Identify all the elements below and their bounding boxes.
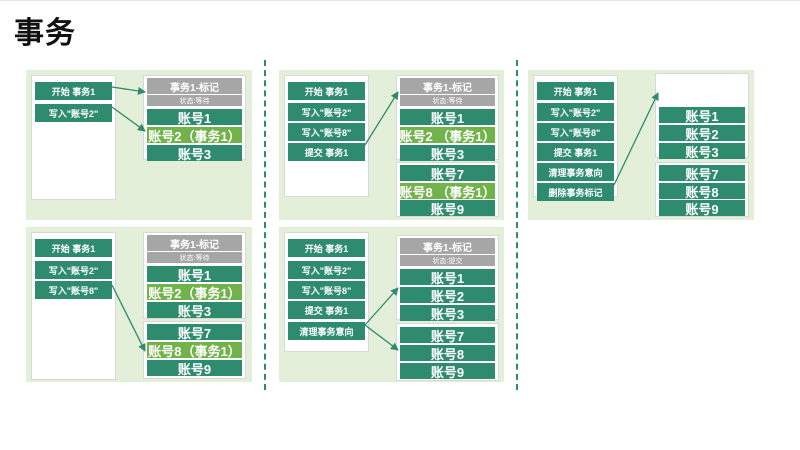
account-1: 账号1 bbox=[400, 269, 495, 286]
op-begin-tx1: 开始 事务1 bbox=[35, 239, 112, 257]
op-begin-tx1: 开始 事务1 bbox=[288, 239, 365, 257]
op-write-account8: 写入"账号8" bbox=[35, 281, 112, 299]
op-delete-tx-mark: 删除事务标记 bbox=[537, 183, 614, 201]
op-write-account8: 写入"账号8" bbox=[537, 123, 614, 141]
account-3: 账号3 bbox=[659, 143, 745, 160]
column-separator-1 bbox=[264, 60, 266, 390]
operation-list: 开始 事务1 写入"账号2" 写入"账号8" 提交 事务1 bbox=[284, 75, 369, 197]
op-commit-tx1: 提交 事务1 bbox=[288, 143, 365, 161]
op-clear-intents: 清理事务意向 bbox=[537, 163, 614, 181]
account-2-locked: 账号2（事务1） bbox=[147, 127, 242, 144]
op-write-account8: 写入"账号8" bbox=[288, 123, 365, 141]
scenario-3-panel: 开始 事务1 写入"账号2" 写入"账号8" 提交 事务1 事务1-标记 状态:… bbox=[279, 70, 504, 220]
op-begin-tx1: 开始 事务1 bbox=[288, 82, 365, 100]
account-group-1: 事务1-标记 状态:等待 账号1 账号2（事务1） 账号3 bbox=[143, 75, 246, 162]
account-group-1: 事务1-标记 状态:等待 账号1 账号2（事务1） 账号3 bbox=[143, 232, 246, 319]
account-1: 账号1 bbox=[147, 266, 242, 283]
account-7: 账号7 bbox=[400, 327, 495, 344]
account-group-1: 账号1 账号2 账号3 bbox=[655, 73, 749, 160]
op-write-account2: 写入"账号2" bbox=[288, 103, 365, 121]
account-9: 账号9 bbox=[400, 363, 495, 380]
account-8-locked: 账号8（事务1） bbox=[147, 342, 242, 359]
account-8-locked: 账号8 （事务1） bbox=[399, 183, 496, 200]
tx-mark-header: 事务1-标记 bbox=[147, 235, 242, 251]
scenario-2-panel: 开始 事务1 写入"账号2" 写入"账号8" 事务1-标记 状态:等待 账号1 … bbox=[26, 227, 252, 382]
account-3: 账号3 bbox=[400, 145, 495, 162]
op-begin-tx1: 开始 事务1 bbox=[537, 82, 614, 100]
account-7: 账号7 bbox=[400, 165, 495, 182]
account-9: 账号9 bbox=[400, 200, 495, 217]
account-group-2: 账号7 账号8 账号9 bbox=[396, 323, 499, 381]
scenario-4-panel: 开始 事务1 写入"账号2" 写入"账号8" 提交 事务1 清理事务意向 事务1… bbox=[279, 227, 504, 382]
account-3: 账号3 bbox=[400, 305, 495, 322]
account-group-2: 账号7 账号8 （事务1） 账号9 bbox=[396, 162, 499, 217]
scenario-1-panel: 开始 事务1 写入"账号2" 事务1-标记 状态:等待 账号1 账号2（事务1）… bbox=[26, 70, 252, 220]
account-1: 账号1 bbox=[659, 107, 745, 124]
op-write-account2: 写入"账号2" bbox=[35, 104, 112, 122]
top-rule bbox=[0, 0, 800, 1]
op-commit-tx1: 提交 事务1 bbox=[288, 301, 365, 319]
op-clear-intents: 清理事务意向 bbox=[288, 322, 365, 340]
operation-list: 开始 事务1 写入"账号2" 写入"账号8" 提交 事务1 清理事务意向 删除事… bbox=[533, 75, 618, 201]
op-commit-tx1: 提交 事务1 bbox=[537, 143, 614, 161]
tx-mark-status: 状态:等待 bbox=[147, 252, 242, 263]
op-write-account2: 写入"账号2" bbox=[537, 103, 614, 121]
account-7: 账号7 bbox=[659, 165, 745, 182]
scenario-5-panel: 开始 事务1 写入"账号2" 写入"账号8" 提交 事务1 清理事务意向 删除事… bbox=[528, 70, 754, 220]
account-8: 账号8 bbox=[400, 345, 495, 362]
account-3: 账号3 bbox=[147, 302, 242, 319]
op-write-account2: 写入"账号2" bbox=[288, 261, 365, 279]
tx-mark-status: 状态:提交 bbox=[400, 255, 495, 266]
account-7: 账号7 bbox=[147, 324, 242, 341]
account-group-2: 账号7 账号8 账号9 bbox=[655, 162, 749, 217]
account-2: 账号2 bbox=[400, 287, 495, 304]
tx-mark-status: 状态:等待 bbox=[147, 95, 242, 106]
tx-mark-status: 状态:等待 bbox=[400, 95, 495, 106]
account-2-locked: 账号2 （事务1） bbox=[399, 127, 496, 144]
tx-mark-header: 事务1-标记 bbox=[147, 78, 242, 94]
account-1: 账号1 bbox=[147, 109, 242, 126]
op-write-account2: 写入"账号2" bbox=[35, 261, 112, 279]
account-9: 账号9 bbox=[147, 360, 242, 377]
account-3: 账号3 bbox=[147, 145, 242, 162]
operation-list: 开始 事务1 写入"账号2" 写入"账号8" 提交 事务1 清理事务意向 bbox=[284, 232, 369, 352]
account-8: 账号8 bbox=[659, 183, 745, 200]
account-2: 账号2 bbox=[659, 125, 745, 142]
account-2-locked: 账号2（事务1） bbox=[147, 284, 242, 301]
account-group-2: 账号7 账号8（事务1） 账号9 bbox=[143, 321, 246, 379]
account-group-1: 事务1-标记 状态:提交 账号1 账号2 账号3 bbox=[396, 235, 499, 322]
account-1: 账号1 bbox=[400, 109, 495, 126]
column-separator-2 bbox=[516, 60, 518, 390]
tx-mark-header: 事务1-标记 bbox=[400, 238, 495, 254]
operation-list: 开始 事务1 写入"账号2" bbox=[31, 75, 116, 200]
operation-list: 开始 事务1 写入"账号2" 写入"账号8" bbox=[31, 232, 116, 380]
account-9: 账号9 bbox=[659, 200, 745, 217]
tx-mark-header: 事务1-标记 bbox=[400, 78, 495, 94]
op-begin-tx1: 开始 事务1 bbox=[35, 82, 112, 100]
page-title: 事务 bbox=[14, 16, 76, 51]
op-write-account8: 写入"账号8" bbox=[288, 281, 365, 299]
account-group-1: 事务1-标记 状态:等待 账号1 账号2 （事务1） 账号3 bbox=[396, 75, 499, 162]
